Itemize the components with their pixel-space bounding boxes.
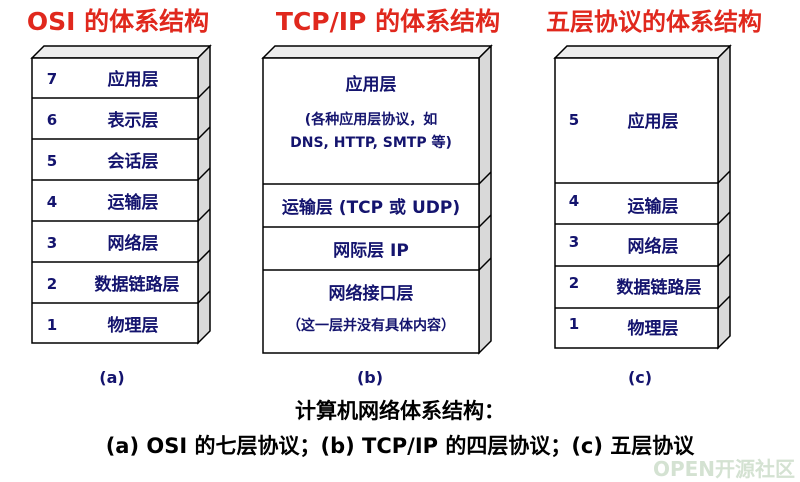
tcpip-stack-front: [262, 57, 480, 354]
five-stack-top-face: [553, 45, 732, 59]
tcpip-application-layer: 应用层 (各种应用层协议，如 DNS, HTTP, SMTP 等): [290, 74, 452, 151]
tcpip-layer-label: 网际层 IP: [333, 241, 409, 261]
osi-layer-number: 1: [47, 316, 57, 334]
five-layer-label: 物理层: [628, 318, 679, 339]
osi-layer-label: 网络层: [108, 233, 159, 254]
tcpip-transport-layer: 运输层 (TCP 或 UDP): [282, 197, 460, 218]
osi-layer-1: 1 物理层: [47, 315, 159, 336]
five-layer-3: 3 网络层: [569, 233, 679, 257]
five-layer-label: 应用层: [628, 111, 679, 132]
osi-layer-2: 2 数据链路层: [47, 274, 180, 295]
five-layer-number: 1: [569, 315, 579, 333]
tcpip-layer-note: DNS, HTTP, SMTP 等): [290, 134, 452, 151]
tcpip-layer-note: （这一层并没有具体内容）: [287, 317, 455, 334]
bottom-caption-line1: 计算机网络体系结构：: [295, 399, 505, 423]
osi-layer-label: 应用层: [108, 69, 159, 90]
osi-stack: 7 应用层 6 表示层 5 会话层 4 运输层 3 网络层 2 数据链路层 1 …: [30, 44, 212, 345]
five-layer-5: 5 应用层: [569, 111, 679, 132]
tcpip-layer-note: (各种应用层协议，如: [305, 111, 437, 128]
caption-c: (c): [628, 368, 652, 387]
five-layer-stack: 5 应用层 4 运输层 3 网络层 2 数据链路层 1 物理层: [553, 44, 732, 350]
five-layer-2: 2 数据链路层: [569, 274, 702, 298]
five-layer-number: 3: [569, 233, 579, 251]
osi-layer-7: 7 应用层: [47, 69, 159, 90]
osi-layer-label: 会话层: [108, 151, 159, 172]
tcpip-stack-side-face: [478, 44, 492, 355]
osi-layer-label: 物理层: [108, 315, 159, 336]
tcpip-stack: 应用层 (各种应用层协议，如 DNS, HTTP, SMTP 等) 运输层 (T…: [261, 44, 493, 355]
tcpip-layer-label: 网络接口层: [329, 283, 414, 304]
osi-layer-label: 数据链路层: [95, 274, 180, 295]
five-layer-4: 4 运输层: [569, 192, 679, 217]
tcpip-stack-top-face: [261, 45, 493, 59]
five-layer-number: 5: [569, 111, 579, 129]
osi-stack-top-face: [30, 45, 212, 59]
five-layer-label: 网络层: [628, 236, 679, 257]
osi-layer-6: 6 表示层: [47, 110, 159, 131]
five-stack-front: [554, 57, 719, 349]
tcpip-internet-layer: 网际层 IP: [333, 241, 409, 261]
osi-layer-3: 3 网络层: [47, 233, 159, 254]
five-layer-1: 1 物理层: [569, 315, 679, 339]
osi-layer-label: 表示层: [108, 110, 159, 131]
osi-layer-number: 7: [47, 70, 57, 88]
tcpip-layer-label: 运输层 (TCP 或 UDP): [282, 197, 460, 218]
caption-a: (a): [99, 368, 124, 387]
osi-layer-number: 4: [47, 193, 57, 211]
tcpip-network-interface-layer: 网络接口层 （这一层并没有具体内容）: [287, 283, 455, 334]
osi-layer-number: 6: [47, 111, 57, 129]
five-layer-title: 五层协议的体系结构: [546, 8, 762, 36]
osi-layer-number: 5: [47, 152, 57, 170]
osi-layer-label: 运输层: [108, 192, 159, 213]
osi-title: OSI 的体系结构: [27, 7, 209, 36]
tcpip-title: TCP/IP 的体系结构: [276, 7, 500, 36]
osi-layer-number: 2: [47, 275, 57, 293]
osi-layer-5: 5 会话层: [47, 151, 159, 172]
five-layer-number: 4: [569, 192, 579, 210]
osi-stack-front: [31, 57, 199, 344]
watermark-logo: OPEN开源社区: [653, 457, 795, 481]
osi-layer-4: 4 运输层: [47, 192, 159, 213]
osi-stack-side-face: [197, 44, 211, 345]
five-layer-label: 运输层: [628, 196, 679, 217]
bottom-caption-line2: (a) OSI 的七层协议；(b) TCP/IP 的四层协议；(c) 五层协议: [106, 434, 696, 458]
osi-layer-number: 3: [47, 234, 57, 252]
five-layer-number: 2: [569, 274, 579, 292]
tcpip-layer-label: 应用层: [346, 74, 397, 95]
caption-b: (b): [357, 368, 383, 387]
five-layer-label: 数据链路层: [617, 277, 702, 298]
